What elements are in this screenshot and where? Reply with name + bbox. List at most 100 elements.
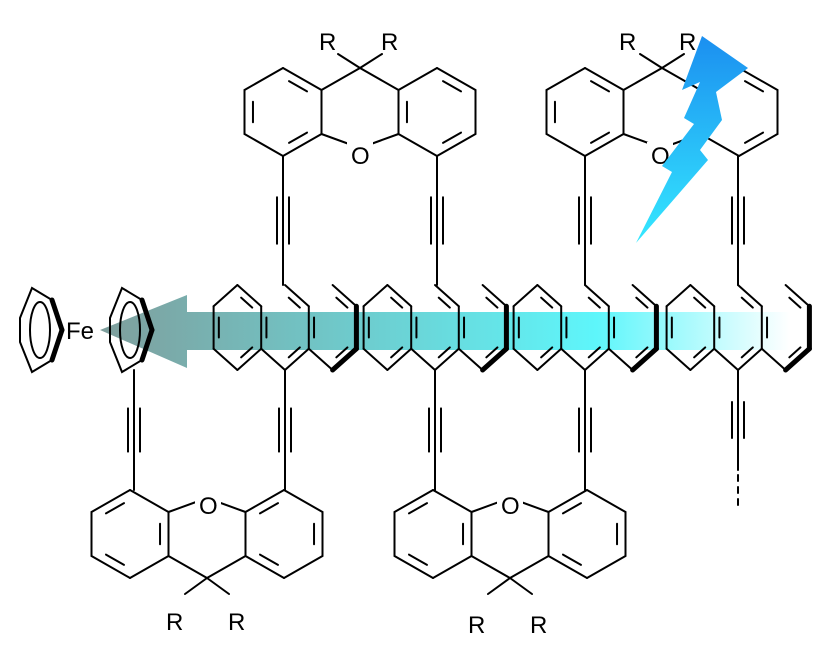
r-bond	[206, 577, 230, 595]
double-bond-line	[561, 502, 582, 515]
ring-bond	[432, 489, 473, 513]
ring-bond	[243, 133, 284, 157]
ring-bond	[212, 347, 239, 371]
r-bond	[184, 577, 208, 595]
bond-skeleton	[19, 53, 812, 595]
double-bond-line	[287, 346, 301, 359]
ring-bond	[545, 67, 586, 91]
double-bond-line	[635, 296, 649, 309]
ring-bond	[282, 133, 323, 157]
double-bond-line	[744, 80, 765, 93]
double-bond-line	[104, 502, 125, 515]
wedge-bond	[49, 327, 65, 363]
double-bond-line	[587, 296, 601, 309]
ring-bond	[713, 347, 739, 371]
double-bond-line	[258, 502, 279, 515]
ring-bond	[386, 347, 413, 371]
ring-bond	[397, 67, 438, 91]
ring-bond	[436, 133, 477, 157]
ring-bond	[436, 67, 477, 91]
ring-bond	[434, 284, 460, 308]
ring-bond	[434, 347, 460, 371]
double-bond-line	[104, 553, 125, 566]
double-bond-line	[442, 80, 463, 93]
arrow-head	[100, 295, 790, 368]
aromatic-circle	[119, 301, 141, 359]
ring-bond	[536, 284, 563, 308]
wedge-bond	[139, 327, 155, 363]
ring-bond	[665, 284, 692, 308]
double-bond-line	[693, 296, 707, 309]
ring-bond	[737, 347, 763, 371]
double-bond-line	[335, 346, 349, 359]
ring-bond	[129, 489, 170, 513]
iron-label: Fe	[66, 318, 94, 345]
r-group-label: R	[679, 29, 696, 56]
double-bond-line	[540, 346, 554, 359]
ring-bond	[282, 67, 323, 91]
ring-bond	[665, 347, 692, 371]
ring-bond	[236, 347, 263, 371]
ring-bond	[90, 489, 131, 513]
ring-bond	[584, 133, 625, 157]
ring-bond	[331, 284, 358, 308]
ring-bond	[630, 346, 659, 373]
double-bond-line	[693, 346, 707, 359]
double-bond-line	[437, 296, 451, 309]
r-group-label: R	[166, 609, 183, 636]
bond	[320, 67, 361, 91]
ring-bond	[457, 347, 484, 371]
double-bond-line	[788, 346, 802, 359]
ring-bond	[244, 489, 285, 513]
ring-bond	[689, 284, 716, 308]
ring-bond	[586, 489, 627, 513]
ring-bond	[536, 347, 563, 371]
ring-bond	[393, 489, 434, 513]
oxygen-label: O	[501, 493, 520, 520]
cyclopentadienyl-ring	[19, 286, 64, 374]
double-bond-line	[442, 131, 463, 144]
ring-bond	[547, 489, 588, 513]
double-bond-line	[590, 80, 611, 93]
lightning-bolt-icon	[636, 36, 748, 243]
double-bond-line	[740, 346, 754, 359]
ring-bond	[212, 284, 239, 308]
ring-bond	[631, 284, 658, 308]
bond	[359, 67, 400, 91]
r-group-label: R	[228, 609, 245, 636]
ring-bond	[236, 284, 263, 308]
r-bond	[509, 577, 533, 595]
double-bond-line	[258, 553, 279, 566]
double-bond-line	[485, 346, 499, 359]
double-bond-line	[485, 296, 499, 309]
ring-bond	[284, 284, 310, 308]
ring-bond	[432, 555, 473, 579]
double-bond-line	[288, 80, 309, 93]
ring-bond	[607, 347, 634, 371]
ring-bond	[584, 67, 625, 91]
double-bond-line	[437, 346, 451, 359]
ring-bond	[283, 489, 324, 513]
r-group-label: R	[619, 29, 636, 56]
ring-bond	[783, 346, 812, 373]
r-group-label: R	[319, 29, 336, 56]
ring-bond	[512, 284, 539, 308]
bond	[661, 67, 702, 91]
ring-bond	[738, 133, 779, 157]
ring-bond	[330, 346, 359, 373]
ring-bond	[545, 133, 586, 157]
electron-transfer-arrow	[100, 295, 790, 368]
ring-bond	[284, 347, 310, 371]
double-bond-line	[561, 553, 582, 566]
double-bond-line	[740, 296, 754, 309]
bond	[622, 67, 663, 91]
bond	[509, 555, 550, 579]
wedge-bond	[139, 297, 155, 333]
double-bond-line	[788, 296, 802, 309]
double-bond-line	[287, 296, 301, 309]
ring-bond	[512, 347, 539, 371]
r-bond	[639, 53, 663, 69]
ring-bond	[481, 284, 508, 308]
r-bond	[337, 53, 361, 69]
bond	[167, 555, 208, 579]
